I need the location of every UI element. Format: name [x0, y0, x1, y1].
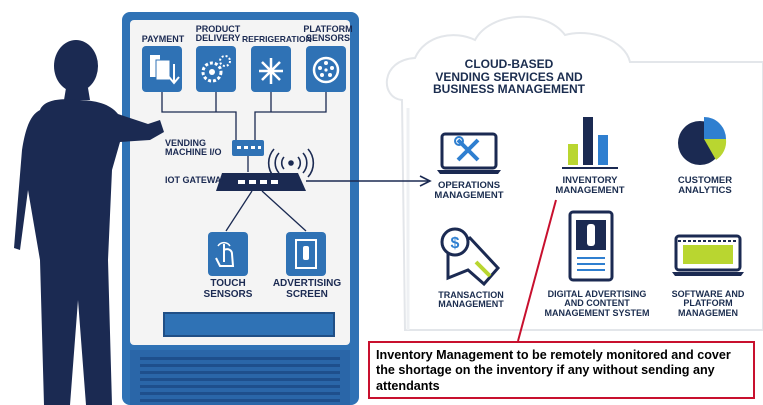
operations-management-icon	[437, 132, 501, 174]
transaction-management-icon: $	[440, 227, 501, 287]
software-platform-label: SOFTWARE AND PLATFORM MANAGEMEN	[671, 289, 745, 318]
payment-icon	[142, 46, 182, 92]
operations-management-label: OPERATIONS MANAGEMENT	[434, 180, 504, 201]
svg-text:$: $	[451, 235, 460, 252]
iot-gateway-label: IoT GATEWAY	[165, 175, 227, 185]
inventory-note-text: Inventory Management to be remotely moni…	[376, 348, 731, 393]
callout-line	[517, 199, 557, 342]
inventory-note-box: Inventory Management to be remotely moni…	[368, 341, 755, 399]
digital-advertising-label: DIGITAL ADVERTISING AND CONTENT MANAGEME…	[544, 289, 650, 318]
touch-sensors-icon	[208, 232, 248, 276]
vending-slot	[163, 312, 335, 337]
wifi-signal-icon	[267, 148, 315, 178]
platform-sensors-label: PLATFORM SENSORS	[303, 24, 353, 44]
customer-analytics-pie-icon	[678, 117, 727, 165]
digital-advertising-icon	[568, 210, 614, 282]
customer-analytics-label: CUSTOMER ANALYTICS	[677, 175, 733, 196]
product-delivery-label: PRODUCT DELIVERY	[195, 24, 241, 44]
software-platform-icon	[672, 234, 744, 276]
cloud-title: CLOUD-BASED VENDING SERVICES AND BUSINES…	[432, 57, 585, 97]
payment-label: PAYMENT	[141, 34, 185, 44]
io-connectors	[161, 92, 327, 140]
touch-sensors-label: TOUCH SENSORS	[203, 278, 253, 300]
transaction-management-label: TRANSACTION MANAGEMENT	[438, 290, 504, 310]
person-silhouette	[14, 40, 164, 405]
vending-io-label: VENDING MACHINE I/O	[165, 138, 222, 158]
refrigeration-label: REFRIGERATION	[242, 34, 312, 44]
inventory-management-label: INVENTORY MANAGEMENT	[555, 175, 625, 196]
refrigeration-icon	[251, 46, 291, 92]
machine-vents	[130, 350, 350, 405]
advertising-screen-icon	[286, 232, 326, 276]
platform-sensors-icon	[306, 46, 346, 92]
inventory-management-chart-icon	[562, 117, 618, 169]
product-delivery-icon	[196, 46, 236, 92]
advertising-screen-label: ADVERTISING SCREEN	[272, 278, 342, 300]
